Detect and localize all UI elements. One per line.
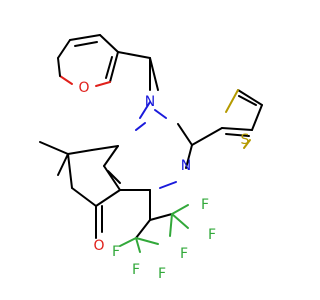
cf3-groups: [119, 189, 189, 253]
thiophene-ring: [191, 89, 263, 149]
cyclohexenone-ring: [39, 141, 121, 239]
atom-label-N2: N: [181, 158, 191, 174]
atom-label-F1: F: [201, 197, 209, 213]
atom-label-O1: O: [78, 80, 89, 96]
furan-ring: [57, 34, 119, 87]
atom-label-F6: F: [158, 266, 166, 282]
atom-label-N1: N: [145, 94, 155, 110]
atom-label-F2: F: [208, 227, 216, 243]
atom-label-F5: F: [132, 262, 140, 278]
atom-label-F4: F: [112, 244, 120, 260]
atom-label-O2: O: [93, 238, 104, 254]
atom-label-S1: S: [241, 132, 250, 148]
central-ring: [91, 101, 193, 191]
atom-label-F3: F: [180, 246, 188, 262]
ch2-linker: [117, 51, 159, 91]
molecule-structure: O N S N O F F F F F F: [39, 34, 263, 282]
